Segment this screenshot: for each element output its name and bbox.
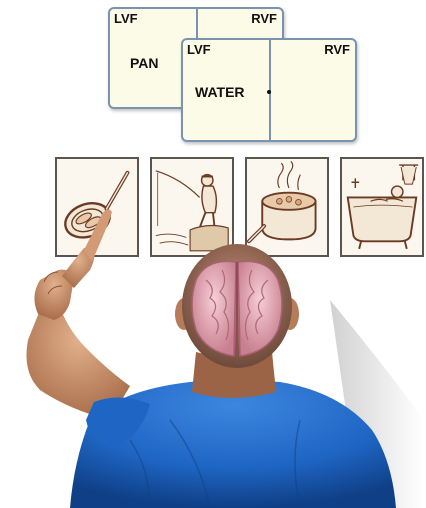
index-finger [84, 209, 112, 262]
brain [192, 261, 282, 356]
pointing-hand [34, 209, 112, 320]
